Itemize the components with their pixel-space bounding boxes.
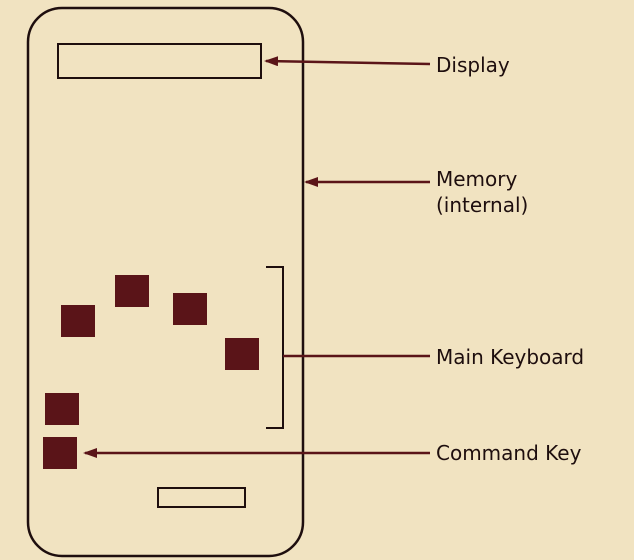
command-key-label: Command Key	[436, 441, 582, 465]
memory-label: Memory	[436, 167, 518, 191]
display-window	[57, 43, 262, 79]
main-keyboard-label: Main Keyboard	[436, 345, 585, 369]
display-label: Display	[436, 53, 510, 77]
keyboard-key	[115, 275, 149, 307]
keyboard-bracket	[266, 266, 284, 429]
device-body	[26, 6, 305, 558]
display-arrow	[264, 56, 431, 67]
bottom-slot	[157, 487, 246, 508]
keyboard-key	[225, 338, 259, 370]
keyboard-key	[61, 305, 95, 337]
memory-sublabel: (internal)	[436, 193, 529, 217]
command-key	[43, 437, 77, 469]
keyboard-key	[173, 293, 207, 325]
keyboard-key	[45, 393, 79, 425]
